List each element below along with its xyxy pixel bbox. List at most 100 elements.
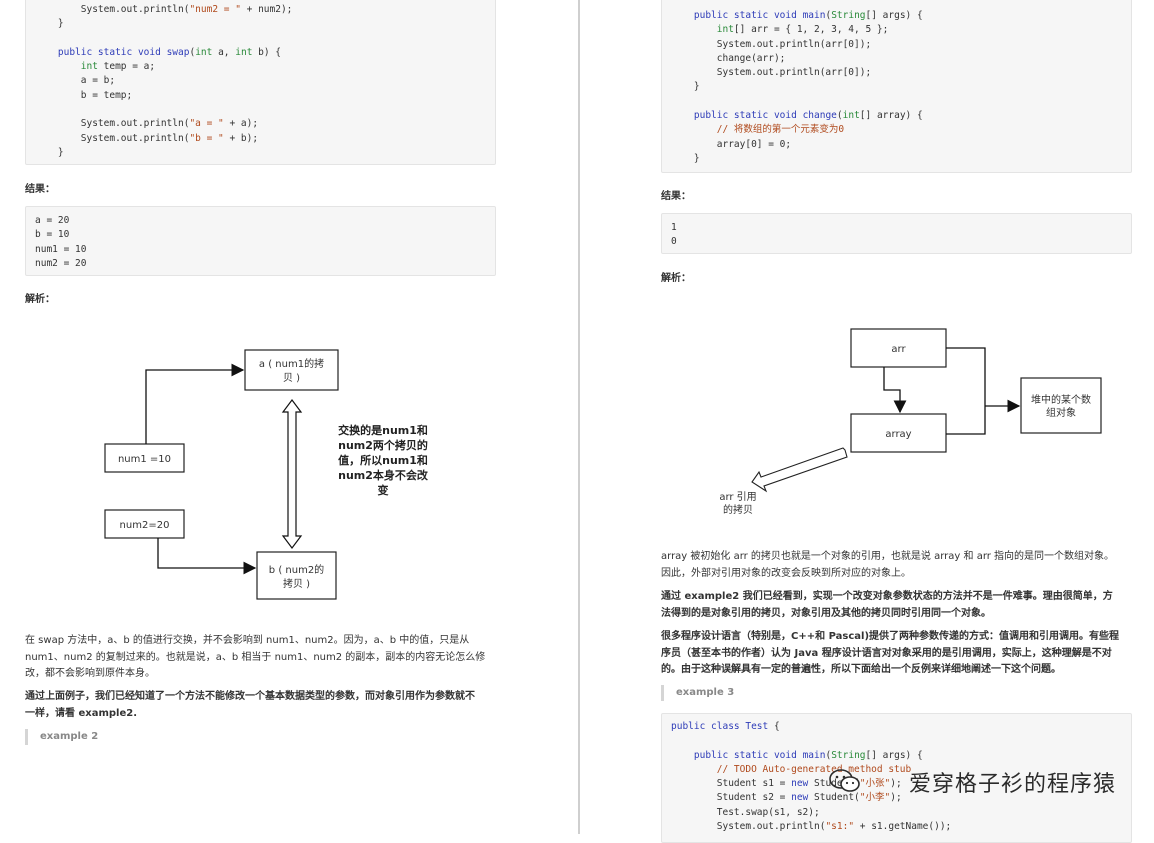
call-by-line-2: 序员（甚至本书的作者）认为 Java 程序设计语言对对象采用的是引用调用，实际上… (661, 647, 1112, 659)
code-line (35, 103, 495, 117)
note-line-5: 变 (378, 483, 389, 497)
code-line: System.out.println("a = " + a); (35, 118, 259, 130)
code-line: } (35, 146, 64, 158)
code-line: Student s1 = new Student("小张"); (671, 778, 902, 790)
swap-explanation: 在 swap 方法中，a、b 的值进行交换，并不会影响到 num1、num2。因… (25, 633, 515, 683)
arrow-label-1: arr 引用 (719, 491, 756, 503)
swap-double-arrow (281, 399, 303, 549)
box-num2-text: num2=20 (120, 520, 170, 531)
box-a-text-1: a ( num1的拷 (259, 357, 324, 370)
output-line: b = 10 (35, 229, 70, 241)
box-b-text-2: 拷贝 ) (283, 577, 310, 590)
example2-intro: 通过上面例子，我们已经知道了一个方法不能修改一个基本数据类型的参数，而对象引用作… (25, 689, 515, 722)
code-lines: public class Test { public static void m… (671, 720, 1131, 834)
analysis-label: 解析： (25, 294, 55, 305)
example2-intro-line-2: 一样，请看 example2. (25, 707, 138, 719)
code-line: } (35, 18, 64, 30)
box-num1 (104, 443, 185, 473)
code-line: change(arr); (671, 52, 786, 64)
code-line (671, 734, 1131, 748)
box-heap-text-2: 组对象 (1046, 406, 1076, 419)
left-page: System.out.println("num2 = " + num2); } … (0, 0, 578, 834)
code-block-test: public class Test { public static void m… (661, 713, 1132, 843)
arrow-num1-to-a (145, 363, 245, 444)
output-line: 1 (671, 222, 677, 233)
swap-diagram: a ( num1的拷 贝 ) num1 =10 num2=20 b ( num2… (104, 349, 429, 600)
code-line: a = b; (35, 75, 116, 87)
code-line: // 将数组的第一个元素变为0 (671, 124, 845, 136)
code-line: Test.swap(s1, s2); (671, 806, 820, 818)
output-line: num2 = 20 (35, 257, 87, 269)
box-num1-text: num1 =10 (118, 454, 171, 465)
code-line: Student s2 = new Student("小李"); (671, 792, 902, 804)
code-line: System.out.println(arr[0]); (671, 67, 872, 79)
watermark-text: 爱穿格子衫的程序猿 (908, 772, 1116, 797)
column-divider (578, 0, 580, 834)
note-line-1: 交换的是num1和 (338, 423, 428, 437)
box-array-text: array (885, 429, 911, 440)
box-array (850, 413, 947, 453)
code-block-change: public static void main(String[] args) {… (661, 0, 1132, 173)
code-line: System.out.println("s1:" + s1.getName())… (671, 821, 952, 833)
note-line-3: 值，所以num1和 (338, 453, 428, 467)
example2-summary-line-2: 法得到的是对象引用的拷贝，对象引用及其他的拷贝同时引用同一个对象。 (661, 607, 991, 619)
copy-hollow-arrow (751, 447, 848, 493)
call-by-line-1: 很多程序设计语言（特别是，C++和 Pascal)提供了两种参数传递的方式：值调… (661, 631, 1120, 642)
box-a-text-2: 贝 ) (283, 372, 300, 384)
result-label: 结果： (661, 191, 691, 202)
arrow-label-2: 的拷贝 (723, 503, 753, 516)
array-explanation-line-1: array 被初始化 arr 的拷贝也就是一个对象的引用，也就是说 array … (661, 551, 1115, 562)
example2-intro-line-1: 通过上面例子，我们已经知道了一个方法不能修改一个基本数据类型的参数，而对象引用作… (25, 691, 475, 702)
array-explanation-line-2: 因此，外部对引用对象的改变会反映到所对应的对象上。 (661, 567, 911, 579)
box-b-copy (256, 551, 337, 600)
code-line: // TODO Auto-generated method stub (671, 763, 912, 775)
code-line: public class Test { (671, 721, 780, 732)
output-line: a = 20 (35, 215, 70, 226)
code-line: } (671, 152, 700, 164)
example2-heading: example 2 (25, 729, 98, 745)
code-line: int temp = a; (35, 61, 156, 73)
output-line: num1 = 10 (35, 243, 87, 255)
code-line: } (671, 81, 700, 93)
arrow-num2-to-b (157, 538, 257, 575)
right-page: public static void main(String[] args) {… (580, 0, 1154, 843)
result-label: 结果： (25, 184, 55, 195)
box-num2 (104, 509, 185, 539)
code-line: System.out.println(arr[0]); (671, 38, 872, 50)
note-line-4: num2本身不会改 (338, 468, 429, 482)
call-by-explanation: 很多程序设计语言（特别是，C++和 Pascal)提供了两种参数传递的方式：值调… (661, 629, 1141, 679)
example2-summary: 通过 example2 我们已经看到，实现一个改变对象参数状态的方法并不是一件难… (661, 589, 1141, 622)
box-a-copy (244, 349, 339, 391)
code-lines: public static void main(String[] args) {… (671, 9, 1131, 166)
box-arr-text: arr (891, 344, 906, 355)
reference-diagram: arr array 堆中的某个数 组对象 arr 引用 的拷贝 (719, 328, 1102, 516)
output-line: 0 (671, 236, 677, 248)
box-heap-text-1: 堆中的某个数 (1031, 393, 1091, 406)
code-line: public static void main(String[] args) { (671, 10, 923, 21)
swap-explanation-line-1: 在 swap 方法中，a、b 的值进行交换，并不会影响到 num1、num2。因… (25, 635, 470, 646)
code-line: b = temp; (35, 89, 133, 101)
code-line: public static void swap(int a, int b) { (35, 46, 282, 58)
line-arr-to-heap (946, 347, 986, 406)
output-lines: a = 20 b = 10 num1 = 10 num2 = 20 (35, 214, 495, 271)
swap-explanation-line-3: 改，都不会影响到原件本身。 (25, 668, 155, 679)
output-block: a = 20 b = 10 num1 = 10 num2 = 20 (25, 206, 496, 276)
code-line: public static void change(int[] array) { (671, 110, 923, 122)
array-explanation: array 被初始化 arr 的拷贝也就是一个对象的引用，也就是说 array … (661, 549, 1141, 582)
note-line-2: num2两个拷贝的 (338, 438, 428, 452)
call-by-line-3: 的。由于这种误解具有一定的普遍性，所以下面给出一个反例来详细地阐述一下这个问题。 (661, 664, 1061, 675)
example2-summary-line-1: 通过 example2 我们已经看到，实现一个改变对象参数状态的方法并不是一件难… (661, 591, 1113, 602)
wechat-logo-icon (829, 769, 860, 792)
code-line (671, 95, 1131, 109)
arrow-arr-to-array (883, 367, 907, 414)
code-line: System.out.println("num2 = " + num2); (35, 4, 293, 15)
line-array-to-heap (946, 406, 986, 435)
code-line: array[0] = 0; (671, 138, 792, 150)
code-line (35, 32, 495, 46)
code-line: System.out.println("b = " + b); (35, 132, 259, 144)
code-block-swap: System.out.println("num2 = " + num2); } … (25, 0, 496, 165)
swap-explanation-line-2: num1、num2 的复制过来的。也就是说，a、b 相当于 num1、num2 … (25, 651, 486, 663)
analysis-label: 解析： (661, 273, 691, 284)
